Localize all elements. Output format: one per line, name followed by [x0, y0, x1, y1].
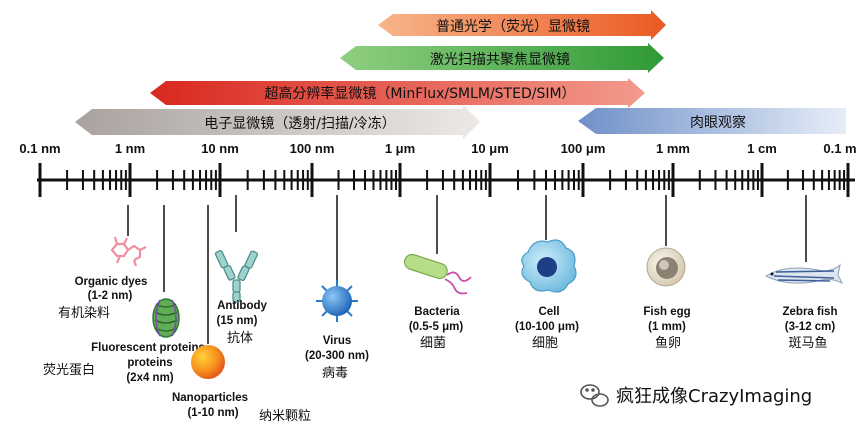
object-name-cn: 病毒 [322, 366, 348, 381]
object-name-cn: 有机染料 [58, 306, 110, 321]
scale-ruler: 0.1 nm 1 nm 10 nm 100 nm 1 μm 10 μm 100 … [19, 141, 857, 197]
arrow-label-naked-eye: 肉眼观察 [690, 114, 746, 131]
scale-label: 100 nm [290, 141, 335, 156]
protein-barrel-icon [152, 298, 180, 338]
watermark: 疯狂成像CrazyImaging [580, 384, 812, 407]
object-zebra-fish: Zebra fish (3-12 cm) 斑马鱼 [764, 263, 844, 351]
scale-label: 100 μm [561, 141, 606, 156]
object-size: (15 nm) [217, 315, 258, 327]
object-name-cn: 荧光蛋白 [43, 362, 95, 378]
object-name-cn: 鱼卵 [655, 335, 681, 351]
antibody-icon [214, 250, 258, 303]
object-size: (10-100 μm) [515, 321, 579, 333]
arrow-naked-eye: 肉眼观察 [578, 108, 846, 134]
scale-ticks [38, 163, 850, 197]
arrow-label-widefield: 普通光学（荧光）显微镜 [436, 18, 590, 35]
object-connectors [127, 195, 807, 344]
object-name-cn: 纳米颗粒 [259, 409, 311, 424]
object-fluorescent-proteins: Fluorescent proteins proteins (2x4 nm) 荧… [43, 298, 205, 384]
object-size: (0.5-5 μm) [409, 321, 463, 333]
watermark-text: 疯狂成像CrazyImaging [616, 386, 812, 407]
object-antibody: Antibody (15 nm) 抗体 [214, 250, 268, 346]
object-name: Bacteria [414, 306, 460, 318]
object-name-cn: 斑马鱼 [788, 335, 827, 351]
object-name: Antibody [217, 300, 267, 312]
scale-label: 0.1 nm [19, 141, 60, 156]
arrow-widefield-fluorescence: 普通光学（荧光）显微镜 [378, 10, 666, 40]
object-name-cn: 细菌 [420, 336, 446, 351]
scale-label: 10 nm [201, 141, 239, 156]
object-name: Zebra fish [783, 306, 838, 318]
object-name: Fish egg [643, 306, 690, 318]
scale-label: 1 mm [656, 141, 690, 156]
object-virus: Virus (20-300 nm) 病毒 [305, 280, 369, 381]
object-size: (1 mm) [648, 321, 686, 333]
zebrafish-icon [764, 263, 844, 285]
arrow-confocal: 激光扫描共聚焦显微镜 [340, 43, 664, 73]
object-name: Fluorescent proteins [91, 342, 205, 354]
fish-egg-icon [646, 247, 686, 287]
object-name: Nanoparticles [172, 392, 248, 404]
cell-icon [521, 239, 577, 293]
object-organic-dyes: Organic dyes (1-2 nm) 有机染料 [58, 236, 148, 321]
scale-label: 1 cm [747, 141, 777, 156]
wechat-icon [580, 384, 609, 407]
arrow-label-electron: 电子显微镜（透射/扫描/冷冻） [204, 115, 395, 132]
object-name-cn: 细胞 [532, 336, 558, 351]
scale-label: 0.1 m [823, 141, 856, 156]
object-cell: Cell (10-100 μm) 细胞 [515, 239, 579, 351]
arrow-super-resolution: 超高分辨率显微镜（MinFlux/SMLM/STED/SIM） [150, 78, 645, 108]
scale-label: 1 nm [115, 141, 145, 156]
object-size: (2x4 nm) [126, 372, 173, 384]
nanoparticle-icon [191, 345, 225, 379]
microscope-range-arrows: 普通光学（荧光）显微镜 激光扫描共聚焦显微镜 超高分辨率显微镜（MinFlux/… [75, 10, 846, 139]
arrow-label-super-resolution: 超高分辨率显微镜（MinFlux/SMLM/STED/SIM） [264, 85, 575, 102]
arrow-label-confocal: 激光扫描共聚焦显微镜 [430, 51, 570, 68]
arrow-electron-microscopy: 电子显微镜（透射/扫描/冷冻） [75, 105, 480, 139]
object-size: (3-12 cm) [785, 321, 836, 333]
bacterium-icon [403, 253, 472, 295]
object-name: proteins [127, 357, 172, 369]
object-bacteria: Bacteria (0.5-5 μm) 细菌 [403, 253, 472, 351]
scale-label: 1 μm [385, 141, 415, 156]
virus-icon [316, 280, 358, 322]
object-name: Virus [323, 335, 352, 347]
scale-labels: 0.1 nm 1 nm 10 nm 100 nm 1 μm 10 μm 100 … [19, 141, 856, 156]
object-name: Organic dyes [75, 276, 148, 288]
object-size: (20-300 nm) [305, 350, 369, 362]
object-size: (1-10 nm) [187, 407, 238, 419]
object-name-cn: 抗体 [227, 331, 253, 346]
object-fish-egg: Fish egg (1 mm) 鱼卵 [643, 247, 691, 351]
object-nanoparticles: Nanoparticles (1-10 nm) 纳米颗粒 [172, 345, 311, 424]
dye-molecule-icon [110, 236, 147, 267]
scale-label: 10 μm [471, 141, 509, 156]
object-name: Cell [538, 306, 559, 318]
object-size: (1-2 nm) [88, 290, 133, 302]
